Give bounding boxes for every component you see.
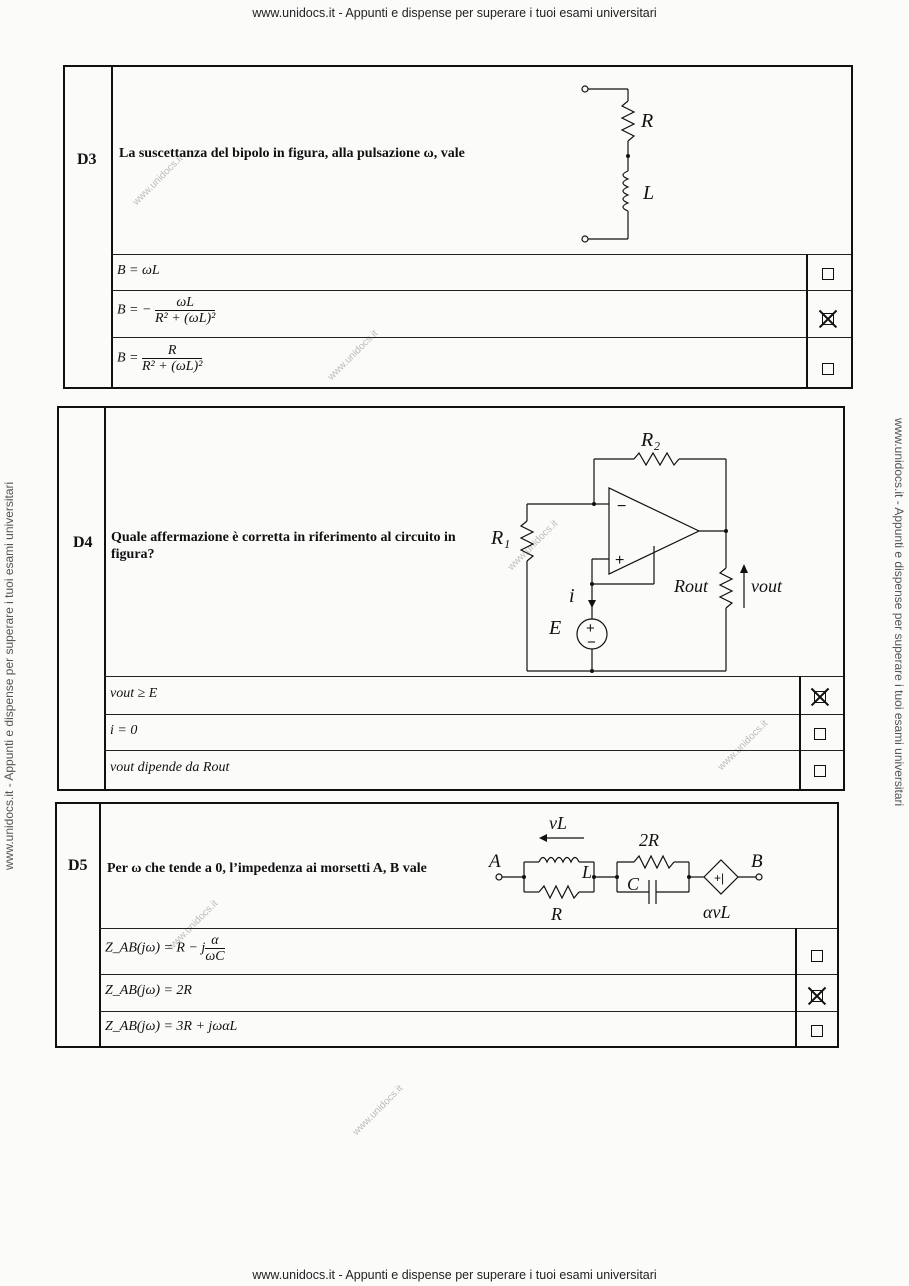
checkbox-d5-2-checked[interactable] [811, 990, 823, 1002]
option-d4-2: i = 0 [110, 723, 138, 738]
watermark: www.unidocs.it [350, 1083, 406, 1138]
label-vout: vout [751, 576, 783, 596]
svg-text:−: − [587, 634, 596, 651]
rl-circuit-diagram: R L [581, 85, 654, 243]
checkbox-d3-1[interactable] [822, 268, 834, 280]
question-id: D4 [73, 534, 93, 551]
option-d4-1: vout ≥ E [110, 686, 158, 701]
page-footer: www.unidocs.it - Appunti e dispense per … [252, 1268, 657, 1282]
svg-text:+: + [586, 620, 595, 637]
label-e: E [548, 617, 561, 639]
label-r1: R₁ [490, 527, 510, 549]
question-d5: D5 Per ω che tende a 0, l’impedenza ai m… [55, 802, 839, 1048]
label-vl: vL [549, 813, 567, 833]
option-d3-1: B = ωL [117, 263, 160, 278]
question-text: Per ω che tende a 0, l’impedenza ai mors… [107, 861, 427, 876]
svg-text:−: − [617, 498, 626, 515]
label-rout: Rout [673, 576, 709, 596]
opamp-circuit-diagram: − + + − R₂ R₁ Rout vout i E [490, 429, 783, 673]
question-text: Quale affermazione è corretta in riferim… [111, 530, 456, 562]
checkbox-d3-3[interactable] [822, 363, 834, 375]
question-id: D5 [68, 857, 88, 874]
label-r: R [640, 110, 653, 132]
option-d5-2: Z_AB(jω) = 2R [105, 983, 192, 998]
svg-text:+|: +| [714, 871, 724, 885]
checkbox-d4-1-checked[interactable] [814, 691, 826, 703]
label-i: i [569, 585, 575, 607]
label-a: A [487, 851, 501, 872]
label-2r: 2R [639, 830, 659, 850]
question-d3: D3 La suscettanza del bipolo in figura, … [63, 65, 853, 389]
checkbox-d5-1[interactable] [811, 950, 823, 962]
side-watermark-right: www.unidocs.it - Appunti e dispense per … [892, 418, 906, 807]
impedance-circuit-diagram: +| A B vL L R 2R C αvL [487, 813, 763, 924]
checkbox-d5-3[interactable] [811, 1025, 823, 1037]
side-watermark-left: www.unidocs.it - Appunti e dispense per … [2, 481, 16, 870]
question-d4: D4 Quale affermazione è corretta in rife… [57, 406, 845, 791]
option-d4-3: vout dipende da Rout [110, 760, 230, 775]
label-source: αvL [703, 902, 730, 922]
svg-text:+: + [615, 552, 624, 569]
label-r: R [550, 904, 562, 924]
question-text: La suscettanza del bipolo in figura, all… [119, 146, 465, 161]
label-r2: R₂ [640, 429, 660, 451]
label-b: B [751, 851, 763, 872]
checkbox-d3-2-checked[interactable] [822, 313, 834, 325]
question-id: D3 [77, 151, 97, 168]
option-d5-3: Z_AB(jω) = 3R + jωαL [105, 1019, 238, 1034]
checkbox-d4-2[interactable] [814, 728, 826, 740]
label-l: L [581, 862, 592, 882]
page-header: www.unidocs.it - Appunti e dispense per … [252, 6, 657, 20]
label-l: L [642, 182, 654, 204]
label-c: C [627, 874, 640, 894]
checkbox-d4-3[interactable] [814, 765, 826, 777]
